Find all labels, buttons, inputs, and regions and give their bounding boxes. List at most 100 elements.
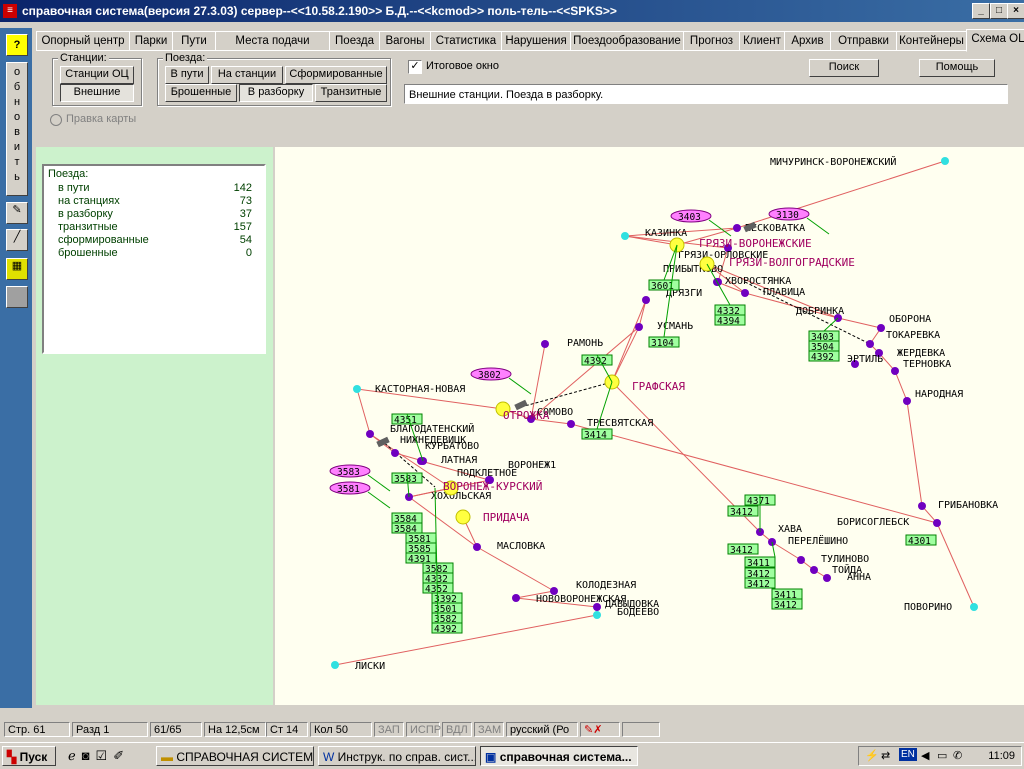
train-tag[interactable]: [714, 314, 746, 326]
tab-6[interactable]: Статистика: [430, 31, 502, 51]
summary-window-checkbox[interactable]: ✓: [408, 60, 422, 74]
station-marker[interactable]: [593, 611, 601, 619]
task-reference-system-active[interactable]: ▣ справочная система...: [480, 746, 638, 766]
train-tag[interactable]: [727, 543, 759, 555]
tab-14[interactable]: Схема ОЦ: [966, 29, 1024, 52]
railway-map[interactable]: МИЧУРИНСК-ВОРОНЕЖСКИЙПЕСКОВАТКАКАЗИНКАГР…: [275, 147, 1024, 705]
tab-12[interactable]: Отправки: [830, 31, 897, 51]
close-button[interactable]: ×: [1007, 3, 1024, 19]
station-marker[interactable]: [823, 574, 831, 582]
station-marker[interactable]: [903, 397, 911, 405]
station-marker[interactable]: [875, 349, 883, 357]
station-marker[interactable]: [417, 457, 425, 465]
locomotive-icon[interactable]: [514, 399, 528, 411]
line-tool-icon[interactable]: ╱: [6, 229, 28, 251]
train-oval[interactable]: [470, 367, 512, 381]
station-marker[interactable]: [567, 420, 575, 428]
locomotive-icon[interactable]: [743, 221, 757, 233]
start-button[interactable]: ▚ Пуск: [2, 746, 56, 766]
task-instructions[interactable]: W Инструк. по справ. сист...: [318, 746, 476, 766]
help-icon[interactable]: ?: [6, 34, 28, 56]
minimize-button[interactable]: _: [972, 3, 990, 19]
transit-button[interactable]: Транзитные: [315, 84, 387, 102]
station-marker[interactable]: [527, 415, 535, 423]
language-indicator[interactable]: EN: [899, 748, 917, 761]
station-marker[interactable]: [877, 324, 885, 332]
station-marker[interactable]: [918, 502, 926, 510]
tray-icon-misc[interactable]: ✆: [953, 750, 963, 762]
train-oval[interactable]: [768, 207, 810, 221]
tab-8[interactable]: Поездообразование: [570, 31, 684, 51]
train-tag[interactable]: [727, 505, 759, 517]
layers-icon[interactable]: ▦: [6, 258, 28, 280]
train-tag[interactable]: [744, 577, 776, 589]
quick-launch-icons[interactable]: ℯ◙☑✐: [68, 748, 131, 763]
station-marker[interactable]: [512, 594, 520, 602]
train-oval[interactable]: [329, 464, 371, 478]
tab-1[interactable]: Парки: [129, 31, 173, 51]
station-marker[interactable]: [724, 244, 732, 252]
station-marker[interactable]: [810, 566, 818, 574]
station-marker[interactable]: [621, 232, 629, 240]
tab-9[interactable]: Прогноз: [683, 31, 740, 51]
stations-oc-button[interactable]: Станции ОЦ: [60, 66, 134, 84]
tab-2[interactable]: Пути: [172, 31, 216, 51]
blank-tool-icon[interactable]: [6, 286, 28, 308]
station-marker[interactable]: [593, 603, 601, 611]
station-marker[interactable]: [941, 157, 949, 165]
hub-station-marker[interactable]: [495, 401, 511, 417]
tray-icon-network[interactable]: ⇄: [881, 750, 891, 762]
train-tag[interactable]: [431, 622, 463, 634]
task-reference-system[interactable]: ▬ СПРАВОЧНАЯ СИСТЕМА: [156, 746, 314, 766]
station-marker[interactable]: [366, 430, 374, 438]
locomotive-icon[interactable]: [376, 436, 390, 448]
station-marker[interactable]: [635, 323, 643, 331]
tab-10[interactable]: Клиент: [739, 31, 785, 51]
edit-map-radio[interactable]: [50, 114, 62, 126]
tab-0[interactable]: Опорный центр: [36, 31, 130, 51]
station-marker[interactable]: [642, 296, 650, 304]
tray-icon-power[interactable]: ⚡: [865, 750, 879, 762]
train-tag[interactable]: [405, 552, 437, 564]
station-marker[interactable]: [391, 449, 399, 457]
station-marker[interactable]: [473, 543, 481, 551]
train-tag[interactable]: [905, 534, 937, 546]
station-marker[interactable]: [486, 476, 494, 484]
maximize-button[interactable]: □: [990, 3, 1008, 19]
station-marker[interactable]: [541, 340, 549, 348]
station-marker[interactable]: [851, 360, 859, 368]
station-marker[interactable]: [891, 367, 899, 375]
tab-11[interactable]: Архив: [784, 31, 831, 51]
hub-station-marker[interactable]: [443, 480, 459, 496]
station-marker[interactable]: [353, 385, 361, 393]
external-stations-button[interactable]: Внешние: [60, 84, 134, 102]
train-oval[interactable]: [329, 481, 371, 495]
spellcheck-icon[interactable]: ✎✗: [580, 722, 620, 737]
tab-4[interactable]: Поезда: [329, 31, 380, 51]
train-tag[interactable]: [744, 556, 776, 568]
station-marker[interactable]: [550, 587, 558, 595]
search-button[interactable]: Поиск: [809, 59, 879, 77]
abandoned-button[interactable]: Брошенные: [165, 84, 237, 102]
train-tag[interactable]: [808, 350, 840, 362]
app-icon[interactable]: ≡: [3, 4, 17, 18]
speaker-icon[interactable]: ◀: [921, 750, 930, 762]
station-marker[interactable]: [797, 556, 805, 564]
tab-5[interactable]: Вагоны: [379, 31, 431, 51]
station-marker[interactable]: [733, 224, 741, 232]
disassembly-button[interactable]: В разборку: [239, 84, 313, 102]
train-oval[interactable]: [670, 209, 712, 223]
tab-7[interactable]: Нарушения: [501, 31, 571, 51]
formed-button[interactable]: Сформированные: [285, 66, 387, 84]
tab-13[interactable]: Контейнеры: [896, 31, 967, 51]
station-marker[interactable]: [933, 519, 941, 527]
station-marker[interactable]: [866, 340, 874, 348]
tray-icon-monitor[interactable]: ▭: [937, 750, 948, 762]
station-marker[interactable]: [741, 289, 749, 297]
station-marker[interactable]: [331, 661, 339, 669]
pen-icon[interactable]: ✎: [6, 202, 28, 224]
at-stations-button[interactable]: На станции: [211, 66, 283, 84]
train-tag[interactable]: [771, 598, 803, 610]
